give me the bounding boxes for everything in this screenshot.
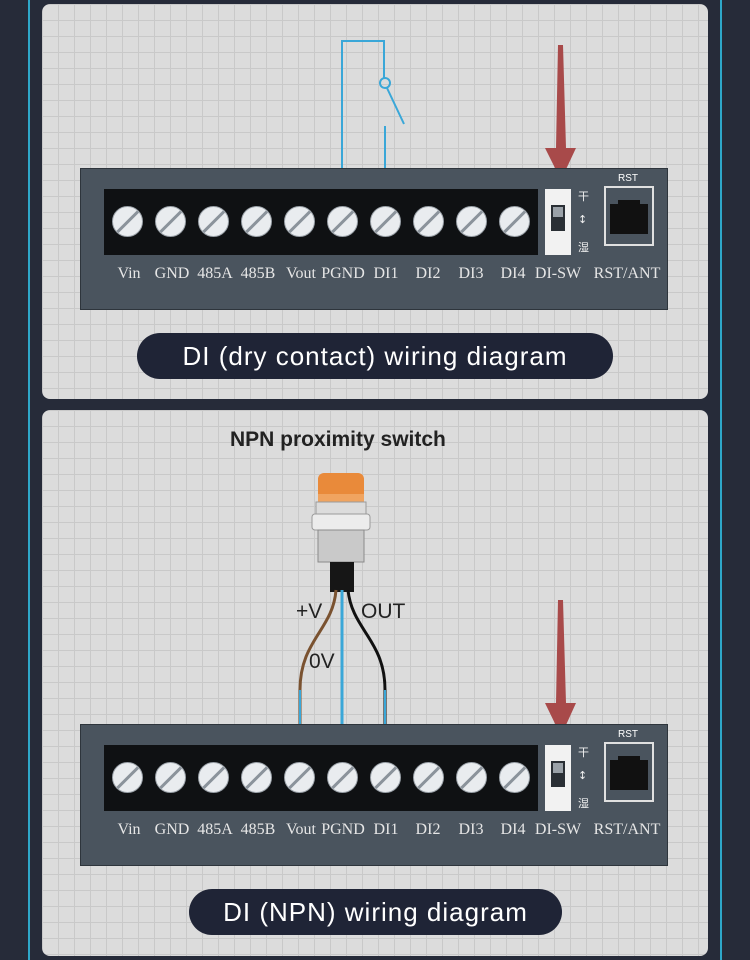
terminal-screw-485b [241,762,272,793]
terminal-screw-di4 [499,206,530,237]
npn-sensor-icon [311,473,371,592]
rst-port [604,742,654,802]
terminal-screw-di3 [456,762,487,793]
wire-label-plus: +V [296,600,323,623]
switch-mark-wet: 湿 [578,241,589,254]
terminal-screw-vin [112,762,143,793]
terminal-screw-gnd [155,762,186,793]
wire-label-out: OUT [361,600,406,623]
rst-ant-label: RST/ANT [593,265,661,282]
terminal-label: DI3 [458,821,484,838]
switch-mark-wet: 湿 [578,797,589,810]
terminal-label: 485A [197,265,233,282]
rst-label: RST [618,729,638,740]
terminal-screw-di3 [456,206,487,237]
terminal-label: DI2 [415,265,441,282]
terminal-label: Vin [117,265,141,282]
caption-npn: DI (NPN) wiring diagram [189,889,562,935]
sensor-title: NPN proximity switch [230,428,446,451]
terminal-screw-vout [284,762,315,793]
terminal-label: DI2 [415,821,441,838]
terminal-screw-485a [198,206,229,237]
terminal-module-1: Vin GND 485A 485B Vout PGND DI1 DI2 DI3 … [80,168,668,310]
terminal-label: DI1 [373,821,399,838]
terminal-block [104,745,538,811]
terminal-label: GND [154,821,190,838]
terminal-screw-di1 [370,206,401,237]
terminal-screw-di1 [370,762,401,793]
terminal-screw-vin [112,206,143,237]
terminal-screw-di2 [413,762,444,793]
terminal-label: DI1 [373,265,399,282]
terminal-label: DI4 [500,821,526,838]
terminal-screw-gnd [155,206,186,237]
di-switch [545,189,571,255]
terminal-screw-pgnd [327,762,358,793]
switch-label: DI-SW [534,265,582,282]
terminal-label: DI4 [500,265,526,282]
arrow-indicator-2 [545,600,576,736]
terminal-screw-di2 [413,206,444,237]
switch-mark-dry: 干 [578,190,589,203]
rst-jack [610,756,648,790]
terminal-label: PGND [321,265,365,282]
terminal-screw-di4 [499,762,530,793]
terminal-screw-pgnd [327,206,358,237]
terminal-label: 485B [240,821,276,838]
di-switch [545,745,571,811]
rst-port [604,186,654,246]
rst-ant-label: RST/ANT [593,821,661,838]
terminal-label: 485B [240,265,276,282]
terminal-label: GND [154,265,190,282]
switch-blade [386,87,405,125]
switch-mark-arrow: ↕ [578,769,588,782]
terminal-screw-485a [198,762,229,793]
rst-jack [610,200,648,234]
switch-mark-dry: 干 [578,746,589,759]
terminal-label: Vout [286,821,316,838]
terminal-label: DI3 [458,265,484,282]
terminal-label: Vin [117,821,141,838]
wire-label-zero: 0V [309,650,335,673]
arrow-indicator-1 [545,45,576,180]
terminal-label: PGND [321,821,365,838]
wire-plus-v [298,589,338,742]
switch-label: DI-SW [534,821,582,838]
terminal-label: Vout [286,265,316,282]
terminal-screw-485b [241,206,272,237]
dry-contact-wire-left [341,40,385,188]
caption-dry-contact: DI (dry contact) wiring diagram [137,333,613,379]
terminal-screw-vout [284,206,315,237]
outer-frame [28,0,722,960]
rst-label: RST [618,173,638,184]
terminal-block [104,189,538,255]
wire-out [346,589,387,742]
terminal-label: 485A [197,821,233,838]
switch-mark-arrow: ↕ [578,213,588,226]
switch-pivot [379,77,391,89]
terminal-module-2: Vin GND 485A 485B Vout PGND DI1 DI2 DI3 … [80,724,668,866]
